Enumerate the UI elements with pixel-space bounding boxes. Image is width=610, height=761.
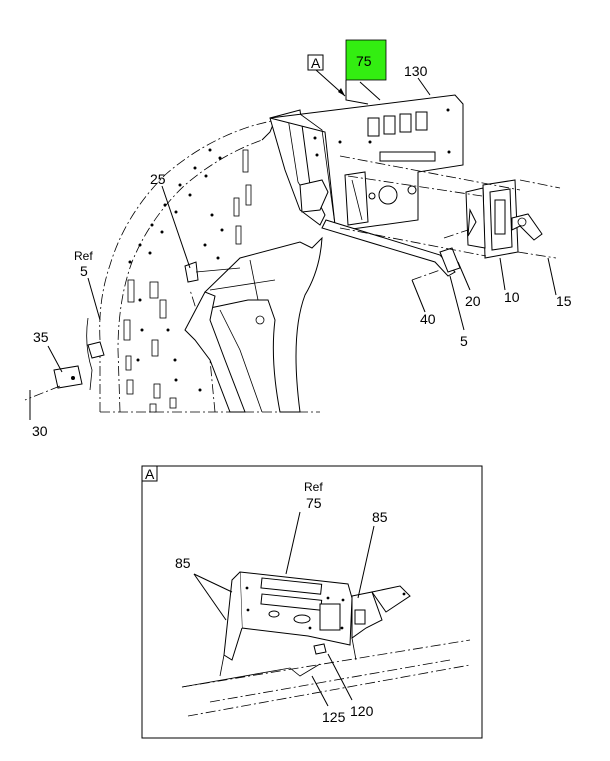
main-view: A 75 130 25 Ref 5 35 30 20 10 15 40 5 — [24, 39, 572, 439]
detail-console-panel — [219, 571, 411, 677]
detail-leader-lines — [193, 511, 375, 707]
cab-wall-panel — [99, 119, 320, 413]
callout-35: 35 — [33, 329, 49, 345]
view-a-callout: A — [307, 54, 346, 97]
detail-callout-85-right: 85 — [372, 509, 388, 525]
console-panel — [269, 94, 464, 231]
highlight-label: 75 — [356, 53, 372, 69]
detail-callout-125: 125 — [322, 709, 346, 725]
detail-floor-lines — [181, 639, 471, 717]
callout-ref: Ref — [74, 249, 93, 263]
highlight-part-75[interactable]: 75 — [345, 39, 387, 81]
detail-label: A — [145, 466, 155, 482]
switch-housing — [465, 179, 543, 259]
detail-callout-120: 120 — [350, 703, 374, 719]
detail-label-box — [141, 465, 158, 482]
callout-130: 130 — [404, 63, 428, 79]
detail-callout-ref: Ref — [304, 480, 323, 494]
clip-35 — [53, 317, 105, 391]
callout-40: 40 — [420, 311, 436, 327]
callout-15: 15 — [556, 293, 572, 309]
callout-25: 25 — [150, 171, 166, 187]
bracket-25 — [184, 261, 241, 283]
callout-30: 30 — [32, 423, 48, 439]
view-a-callout-label: A — [311, 55, 321, 71]
detail-callout-75: 75 — [306, 495, 322, 511]
leader-lines — [29, 77, 557, 420]
callout-5: 5 — [460, 333, 468, 349]
callout-10: 10 — [504, 289, 520, 305]
center-support-bracket — [184, 109, 326, 413]
callout-20: 20 — [465, 293, 481, 309]
highlight-box — [345, 39, 387, 81]
harness-strap — [321, 219, 461, 277]
detail-view-a: A — [141, 465, 483, 739]
callout-5-ref: 5 — [80, 263, 88, 279]
detail-callout-85-left: 85 — [175, 555, 191, 571]
projection-lines — [24, 155, 561, 401]
